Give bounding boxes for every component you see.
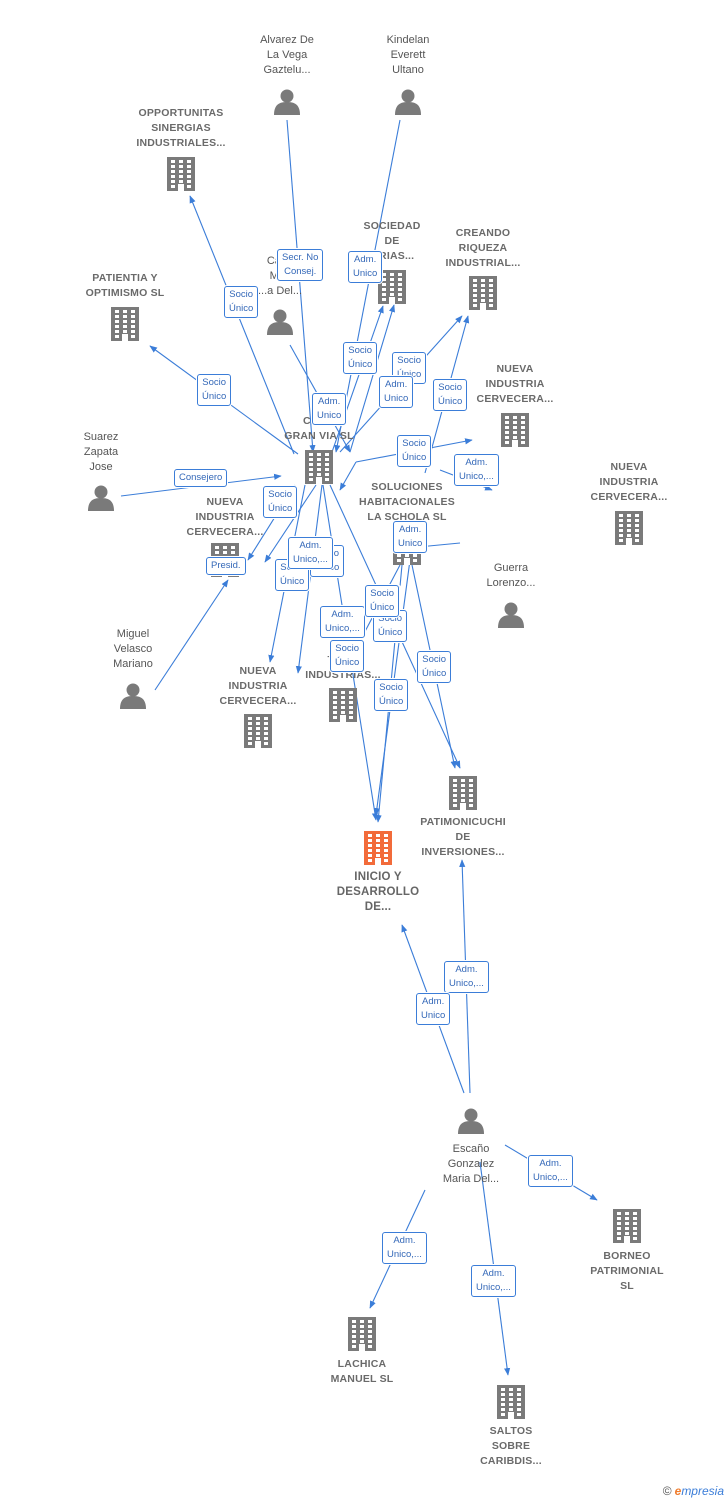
edge-line-cervezas-to-sociedad bbox=[331, 305, 384, 453]
node-label-nueva1[interactable]: NUEVA INDUSTRIA CERVECERA... bbox=[476, 363, 554, 405]
footer-brand: ©empresia bbox=[663, 1484, 724, 1498]
edge-label[interactable]: Secr. No Consej. bbox=[277, 249, 324, 281]
person-icon[interactable] bbox=[267, 309, 293, 336]
node-label-saltos[interactable]: SALTOS SOBRE CARIBDIS... bbox=[480, 1425, 542, 1467]
company-icon[interactable] bbox=[615, 511, 643, 545]
edge-label[interactable]: Adm. Unico,... bbox=[320, 606, 365, 638]
edge-label[interactable]: Socio Único bbox=[330, 640, 365, 672]
edge-label[interactable]: Presid. bbox=[206, 557, 246, 575]
company-icon[interactable] bbox=[449, 776, 477, 810]
edge-label[interactable]: Adm. Unico bbox=[348, 251, 383, 283]
company-icon[interactable] bbox=[244, 714, 272, 748]
copyright-symbol: © bbox=[662, 1484, 672, 1498]
target-company-icon[interactable] bbox=[364, 831, 392, 865]
node-label-escano[interactable]: Escaño Gonzalez Maria Del... bbox=[442, 1143, 500, 1185]
node-label-patimonicuchi[interactable]: PATIMONICUCHI DE INVERSIONES... bbox=[420, 816, 506, 858]
edge-label[interactable]: Adm. Unico,... bbox=[444, 961, 489, 993]
edge-label[interactable]: Adm. Unico bbox=[379, 376, 414, 408]
node-label-nueva2[interactable]: NUEVA INDUSTRIA CERVECERA... bbox=[186, 496, 264, 538]
node-label-creando[interactable]: CREANDO RIQUEZA INDUSTRIAL... bbox=[445, 227, 521, 269]
node-label-lachica[interactable]: LACHICA MANUEL SL bbox=[330, 1358, 394, 1385]
edge-label[interactable]: Socio Único bbox=[433, 379, 468, 411]
edge-label[interactable]: Socio Único bbox=[343, 342, 378, 374]
edge-line-carmina-to-sociedad bbox=[349, 304, 395, 453]
edge-label[interactable]: Adm. Unico,... bbox=[471, 1265, 516, 1297]
company-icon[interactable] bbox=[305, 450, 333, 484]
node-label-patientia[interactable]: PATIENTIA Y OPTIMISMO SL bbox=[85, 272, 165, 299]
nodes-layer bbox=[88, 89, 643, 1419]
edge-label[interactable]: Adm. Unico,... bbox=[288, 537, 333, 569]
edge-label[interactable]: Socio Único bbox=[224, 286, 259, 318]
edge-line-cervezas-to-tres bbox=[295, 484, 323, 674]
edge-label[interactable]: Adm. Unico bbox=[312, 393, 347, 425]
company-icon[interactable] bbox=[329, 688, 357, 722]
person-icon[interactable] bbox=[498, 602, 524, 629]
node-label-guerra[interactable]: Guerra Lorenzo... bbox=[486, 562, 536, 589]
person-icon[interactable] bbox=[274, 89, 300, 116]
edge-label[interactable]: Adm. Unico,... bbox=[382, 1232, 427, 1264]
node-label-soluciones[interactable]: SOLUCIONES HABITACIONALES LA SCHOLA SL bbox=[359, 481, 455, 523]
edge-line-cervezas-to-nueva2 bbox=[264, 484, 317, 563]
node-label-kindelan[interactable]: Kindelan Everett Ultano bbox=[386, 34, 430, 76]
brand-logo-text: mpresia bbox=[681, 1484, 724, 1498]
node-label-nueva4[interactable]: NUEVA INDUSTRIA CERVECERA... bbox=[219, 665, 297, 707]
edge-line-kindelan-to-cervezas bbox=[334, 119, 401, 453]
edge-line-nueva1-to-cervezas bbox=[339, 461, 357, 491]
company-icon[interactable] bbox=[111, 307, 139, 341]
brand-logo-e: e bbox=[674, 1484, 682, 1498]
edge-label[interactable]: Consejero bbox=[174, 469, 228, 487]
edge-label[interactable]: Socio Único bbox=[417, 651, 452, 683]
node-label-nueva3[interactable]: NUEVA INDUSTRIA CERVECERA... bbox=[590, 461, 668, 503]
node-label-miguel[interactable]: Miguel Velasco Mariano bbox=[113, 628, 153, 670]
edge-label[interactable]: Adm. Unico bbox=[393, 521, 428, 553]
person-icon[interactable] bbox=[120, 683, 146, 710]
edge-label[interactable]: Adm. Unico bbox=[416, 993, 451, 1025]
edge-label[interactable]: Adm. Unico,... bbox=[454, 454, 499, 486]
node-label-inicio[interactable]: INICIO Y DESARROLLO DE... bbox=[336, 871, 420, 913]
edge-label[interactable]: Socio Único bbox=[365, 585, 400, 617]
company-icon[interactable] bbox=[378, 270, 406, 304]
node-label-alvarez[interactable]: Alvarez De La Vega Gaztelu... bbox=[260, 34, 314, 76]
edge-label[interactable]: Socio Único bbox=[197, 374, 232, 406]
person-icon[interactable] bbox=[458, 1108, 484, 1135]
edge-line-cervezas-to-opportunitas bbox=[189, 195, 295, 455]
edge-label[interactable]: Socio Único bbox=[374, 679, 409, 711]
node-label-suarez[interactable]: Suarez Zapata Jose bbox=[83, 431, 119, 473]
company-icon[interactable] bbox=[497, 1385, 525, 1419]
company-icon[interactable] bbox=[613, 1209, 641, 1243]
company-icon[interactable] bbox=[167, 157, 195, 191]
edge-label[interactable]: Socio Único bbox=[397, 435, 432, 467]
node-label-opportunitas[interactable]: OPPORTUNITAS SINERGIAS INDUSTRIALES... bbox=[136, 107, 226, 149]
person-icon[interactable] bbox=[395, 89, 421, 116]
company-icon[interactable] bbox=[348, 1317, 376, 1351]
edge-label[interactable]: Adm. Unico,... bbox=[528, 1155, 573, 1187]
person-icon[interactable] bbox=[88, 485, 114, 512]
node-label-borneo[interactable]: BORNEO PATRIMONIAL SL bbox=[590, 1250, 664, 1292]
edge-line-miguel-to-nueva2 bbox=[154, 579, 229, 691]
company-icon[interactable] bbox=[501, 413, 529, 447]
edge-line-alvarez-to-cervezas bbox=[286, 119, 316, 453]
company-icon[interactable] bbox=[469, 276, 497, 310]
edge-label[interactable]: Socio Único bbox=[263, 486, 298, 518]
